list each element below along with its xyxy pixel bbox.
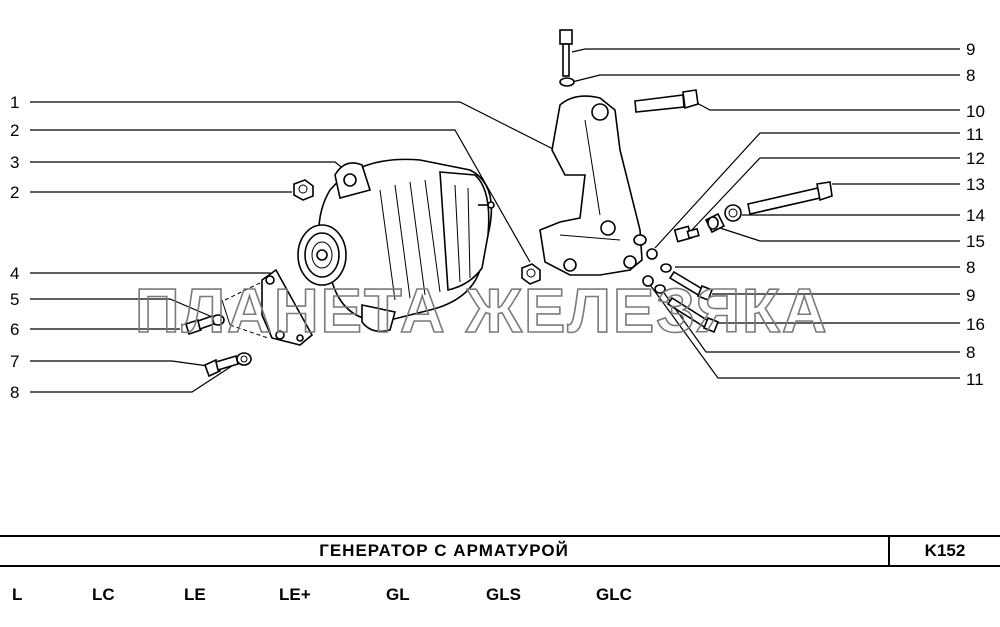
- bolt-7: [203, 354, 239, 378]
- callout-left-6: 5: [10, 290, 19, 309]
- nut-2-lower: [521, 263, 541, 285]
- assembly-dashes: [221, 281, 269, 339]
- model-variants: L LC LE LE+ GL GLS GLC: [0, 585, 1000, 613]
- variant-lc: LC: [92, 585, 115, 604]
- title-bar: ГЕНЕРАТОР С АРМАТУРОЙ K152: [0, 535, 1000, 567]
- variant-le: LE: [184, 585, 206, 604]
- leader-lines: [30, 48, 960, 393]
- callout-right-12: 8: [966, 343, 975, 362]
- page-title: ГЕНЕРАТОР С АРМАТУРОЙ: [319, 541, 569, 560]
- bolt-12: [673, 225, 700, 243]
- callout-right-5: 12: [966, 149, 985, 168]
- callout-left-1: 1: [10, 93, 19, 112]
- callout-right-4: 11: [966, 125, 984, 144]
- callout-left-2: 2: [10, 121, 19, 140]
- callout-right-8: 15: [966, 232, 985, 251]
- callout-left-4: 2: [10, 183, 19, 202]
- callout-left-8: 7: [10, 352, 19, 371]
- plate-4: [261, 268, 314, 346]
- callout-left-9: 8: [10, 383, 19, 402]
- callout-right-6: 13: [966, 175, 985, 194]
- bolt-13: [747, 181, 833, 215]
- right-callouts: 9 8 10 11 12 13 14 15 8 9 16 8 11: [966, 40, 985, 389]
- left-callouts: 1 2 3 2 4 5 6 7 8: [10, 93, 19, 402]
- washer-8-lower: [654, 284, 666, 294]
- callout-right-3: 10: [966, 102, 985, 121]
- callout-right-13: 11: [966, 370, 984, 389]
- callout-right-1: 9: [966, 40, 975, 59]
- bushing-15: [704, 212, 726, 234]
- callout-right-11: 16: [966, 315, 985, 334]
- callout-right-7: 14: [966, 206, 985, 225]
- variant-gl: GL: [386, 585, 410, 604]
- washer-11-lower: [642, 275, 654, 287]
- bolt-10: [634, 89, 699, 113]
- callout-right-10: 9: [966, 286, 975, 305]
- variant-glc: GLC: [596, 585, 632, 604]
- bolt-9-top: [559, 29, 573, 77]
- nut-2-upper: [293, 179, 314, 201]
- mounting-bracket: [539, 95, 647, 276]
- catalog-code: K152: [888, 537, 1000, 565]
- callout-left-7: 6: [10, 320, 19, 339]
- washer-8-left: [236, 352, 252, 366]
- callout-right-2: 8: [966, 66, 975, 85]
- variant-gls: GLS: [486, 585, 521, 604]
- washer-8-top: [559, 77, 575, 87]
- watermark: ПЛАНЕТА ЖЕЛЕЗЯКА: [135, 277, 829, 346]
- bolt-9-mid: [668, 270, 714, 302]
- callout-right-9: 8: [966, 258, 975, 277]
- alternator: [297, 158, 495, 333]
- callout-left-3: 3: [10, 153, 19, 172]
- callout-left-5: 4: [10, 264, 19, 283]
- washer-11-upper: [646, 248, 658, 260]
- spacer-14: [724, 204, 742, 222]
- variant-le-plus: LE+: [279, 585, 311, 604]
- bolt-16: [666, 296, 720, 334]
- variant-l: L: [12, 585, 23, 604]
- bolt-6: [185, 314, 215, 336]
- washer-8-mid: [660, 263, 672, 273]
